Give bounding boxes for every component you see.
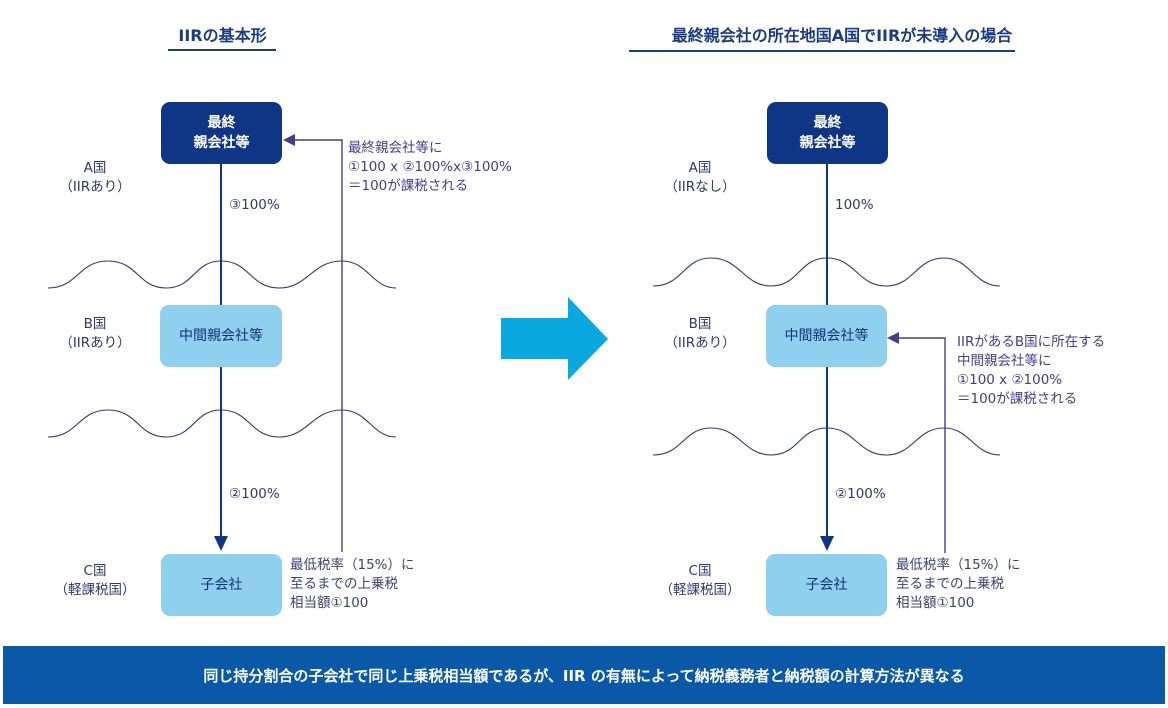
right-arrow-icon: [501, 297, 608, 380]
country-b-label-left: B国（IIRあり）: [59, 316, 131, 351]
arrowhead-down-right: [820, 536, 834, 551]
ultimate-parent-label-line2: 親会社等: [799, 135, 856, 151]
ownership-pct-a-b-right: 100%: [835, 197, 874, 213]
topup-note-left: 最低税率（15%）に 至るまでの上乗税 相当額①100: [290, 557, 415, 611]
tax-feedback-line-right: [898, 337, 946, 553]
ultimate-parent-box-right: 最終 親会社等: [767, 102, 888, 164]
intermediate-parent-label: 中間親会社等: [784, 328, 869, 344]
subsidiary-label: 子会社: [805, 577, 848, 593]
tax-note-right: IIRがあるB国に所在する 中間親会社等に ①100 x ②100% ＝100が…: [957, 334, 1106, 407]
tax-note-left: 最終親会社等に ①100 x ②100%x③100% ＝100が課税される: [348, 140, 512, 194]
topup-note-right: 最低税率（15%）に 至るまでの上乗税 相当額①100: [896, 557, 1021, 611]
ultimate-parent-label-line2: 親会社等: [193, 135, 250, 151]
country-b-label-right: B国（IIRあり）: [664, 316, 736, 351]
arrowhead-left-top: [283, 134, 295, 146]
ultimate-parent-label-line1: 最終: [813, 115, 842, 131]
tax-feedback-line-left: [292, 139, 343, 552]
ultimate-parent-label-line1: 最終: [207, 115, 236, 131]
arrowhead-down-left: [214, 536, 228, 551]
country-a-label-right: A国（IIRなし）: [664, 160, 736, 195]
intermediate-parent-box-right: 中間親会社等: [766, 305, 887, 367]
summary-banner: 同じ持分割合の子会社で同じ上乗税相当額であるが、IIR の有無によって納税義務者…: [3, 646, 1165, 704]
subsidiary-box-left: 子会社: [161, 554, 282, 616]
right-title-underline: [629, 50, 1015, 52]
intermediate-parent-label: 中間親会社等: [179, 328, 263, 344]
country-a-label-left: A国（IIRあり）: [59, 160, 131, 195]
ownership-pct-b-c-left: ②100%: [229, 486, 280, 502]
summary-banner-text: 同じ持分割合の子会社で同じ上乗税相当額であるが、IIR の有無によって納税義務者…: [203, 666, 965, 685]
ownership-pct-b-c-right: ②100%: [835, 486, 886, 502]
country-c-label-left: C国（軽課税国）: [54, 563, 136, 598]
ownership-pct-a-b-left: ③100%: [229, 197, 280, 213]
right-panel-title: 最終親会社の所在地国A国でIIRが未導入の場合: [671, 26, 1013, 45]
subsidiary-label: 子会社: [200, 577, 243, 593]
left-title-underline: [168, 49, 276, 51]
subsidiary-box-right: 子会社: [766, 554, 887, 616]
arrowhead-right-mid: [887, 332, 899, 344]
ultimate-parent-box-left: 最終 親会社等: [161, 102, 282, 164]
country-c-label-right: C国（軽課税国）: [659, 563, 741, 598]
left-panel-title: IIRの基本形: [178, 26, 267, 45]
intermediate-parent-box-left: 中間親会社等: [160, 305, 282, 367]
